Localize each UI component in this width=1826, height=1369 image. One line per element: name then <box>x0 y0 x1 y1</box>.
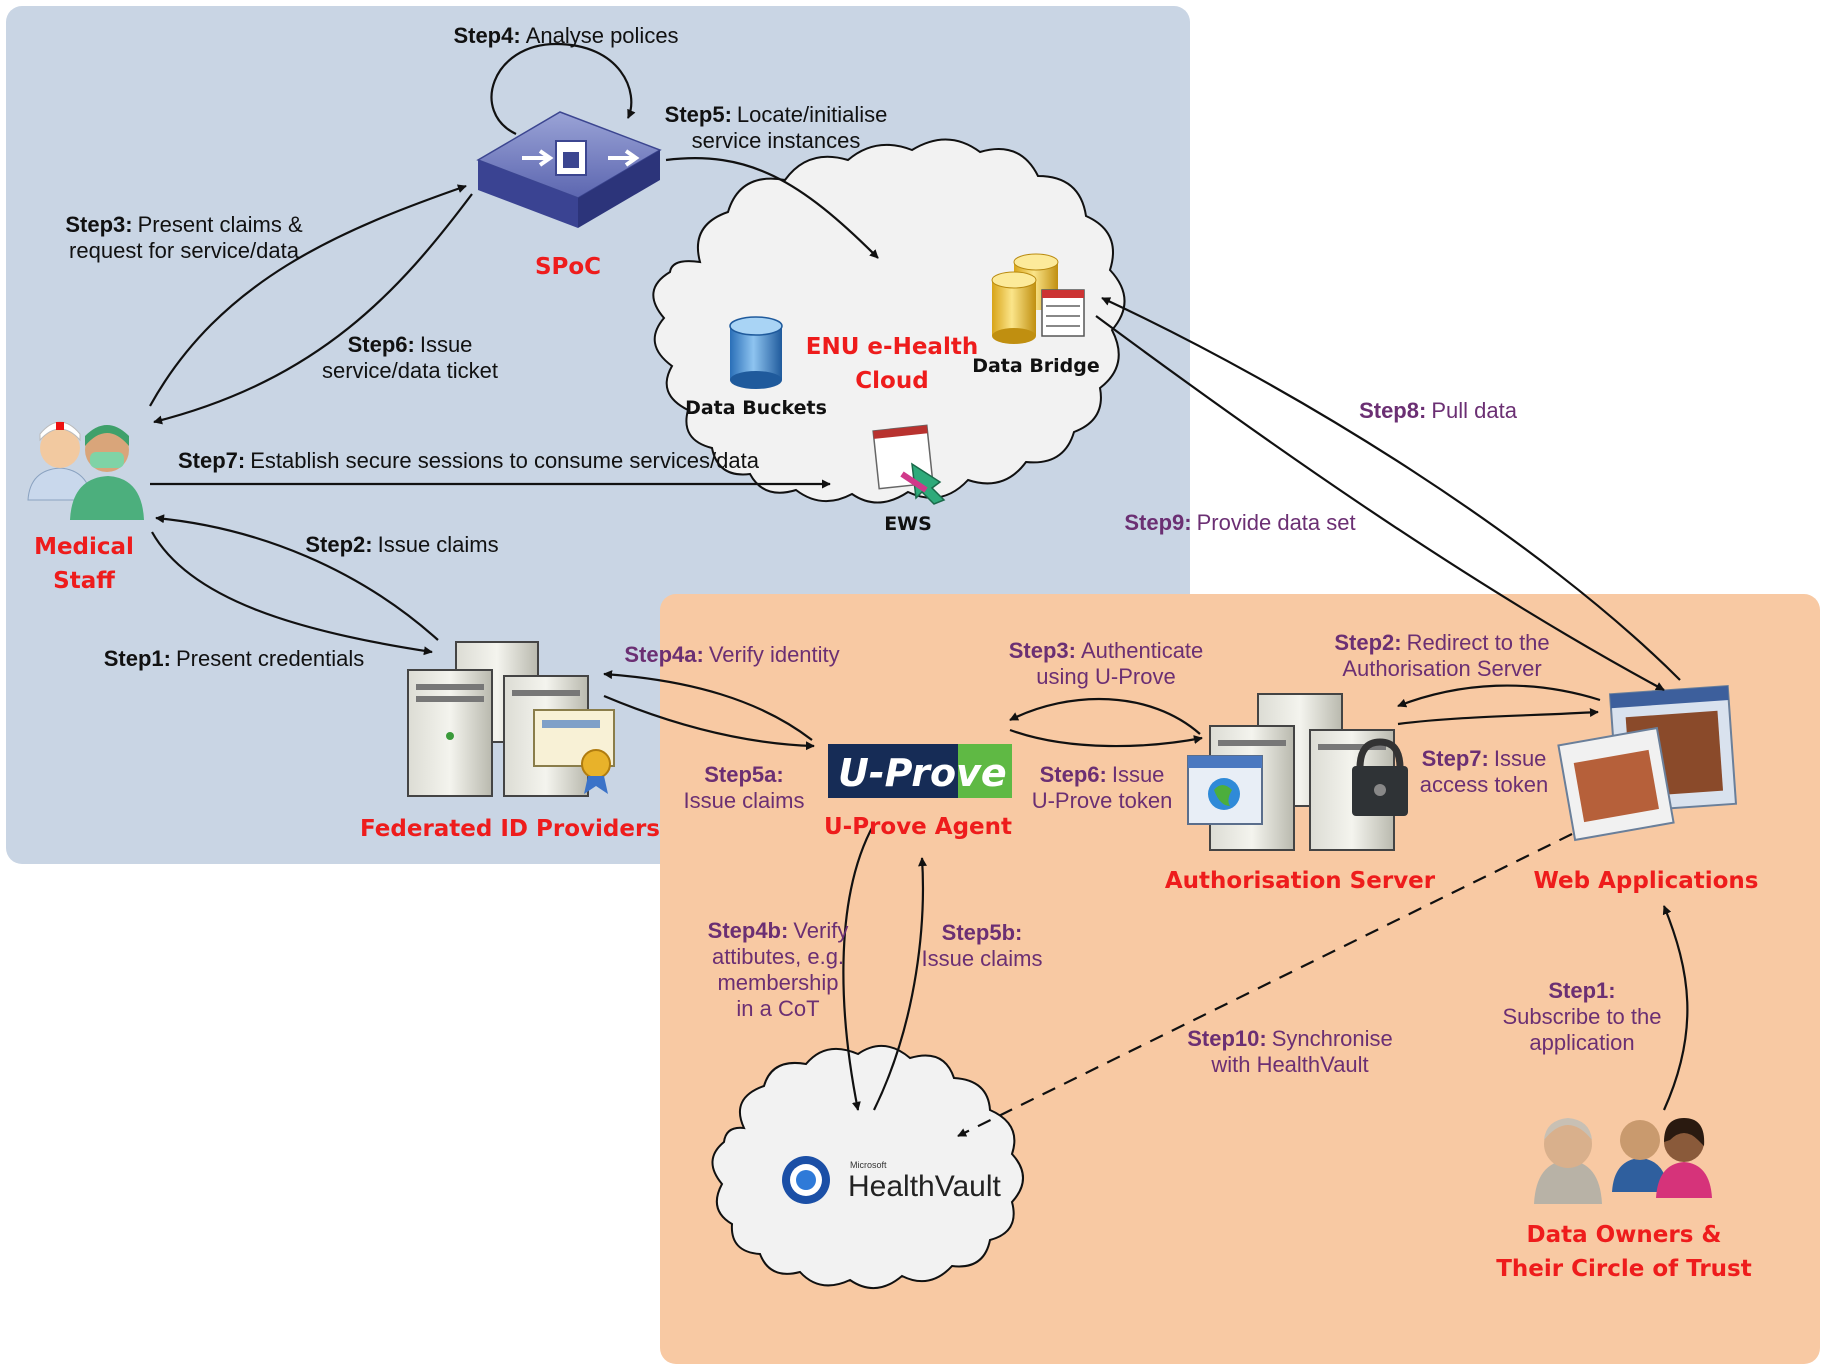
healthvault-logo <box>782 1156 830 1204</box>
orange-step6-caption-line2: U-Prove token <box>1032 788 1173 813</box>
data-bridge-icon <box>991 253 1085 344</box>
blue-step6-caption-line2: service/data ticket <box>322 358 498 383</box>
data-owners-label-line2: Their Circle of Trust <box>1496 1256 1752 1282</box>
orange-step5b-caption-line2: Issue claims <box>921 946 1042 971</box>
arrow-step5a-idp-to-agent <box>603 694 815 751</box>
orange-step6-caption: Step6:Issue <box>1040 762 1165 787</box>
arrow-step3-staff-to-spoc <box>149 184 467 407</box>
orange-step10-caption: Step10:Synchronise <box>1187 1026 1393 1051</box>
data-owners-icon <box>1534 1118 1712 1204</box>
blue-step4-caption: Step4:Analyse polices <box>453 23 678 48</box>
spoc-router-icon <box>476 111 662 228</box>
arrow-step4-self-loop <box>490 42 636 135</box>
orange-step4b-caption: Step4b:Verify <box>708 918 849 943</box>
arrow-step1-owners-to-web <box>1662 905 1689 1111</box>
ews-label: EWS <box>884 513 932 535</box>
authorisation-server-icon <box>1187 693 1408 851</box>
orange-step4b-caption-line3: membership <box>717 970 838 995</box>
arrow-step2-idp-to-staff <box>155 514 439 641</box>
enu-cloud-shape <box>652 138 1126 504</box>
orange-step8-caption: Step8:Pull data <box>1359 398 1518 423</box>
cloud-title-line1: ENU e-Health <box>806 334 978 360</box>
orange-step7-caption-line2: access token <box>1420 772 1548 797</box>
blue-step5-caption: Step5:Locate/initialise <box>665 102 888 127</box>
blue-step5-caption-line2: service instances <box>692 128 861 153</box>
medical-staff-icon <box>27 421 144 520</box>
data-owners-label-line1: Data Owners & <box>1526 1222 1721 1248</box>
orange-step3-caption: Step3:Authenticate <box>1009 638 1204 663</box>
healthvault-brand-text: Microsoft <box>850 1160 887 1170</box>
uprove-logo-text: U-Prove <box>838 751 1007 795</box>
arrow-step1-staff-to-idp <box>151 531 433 656</box>
spoc-label: SPoC <box>535 254 601 280</box>
blue-step6-caption: Step6:Issue <box>348 332 473 357</box>
arrow-step3-auth-to-agent <box>1009 697 1201 735</box>
orange-step4a-caption: Step4a:Verify identity <box>624 642 839 667</box>
arrow-step6-agent-to-auth <box>1009 728 1203 748</box>
data-buckets-icon <box>729 316 783 389</box>
blue-step7-caption: Step7:Establish secure sessions to consu… <box>178 448 760 473</box>
data-bridge-label: Data Bridge <box>972 355 1100 377</box>
blue-step1-caption: Step1:Present credentials <box>104 646 365 671</box>
blue-step3-caption-line2: request for service/data <box>69 238 300 263</box>
blue-step3-caption: Step3:Present claims & <box>65 212 303 237</box>
orange-step5b-caption: Step5b: <box>942 920 1023 945</box>
data-buckets-label: Data Buckets <box>685 397 827 419</box>
ews-icon <box>872 424 946 505</box>
orange-step1-caption-line3: application <box>1529 1030 1634 1055</box>
blue-step2-caption: Step2:Issue claims <box>305 532 498 557</box>
orange-step7-caption: Step7:Issue <box>1422 746 1547 771</box>
orange-step4b-caption-line2: attibutes, e.g. <box>712 944 844 969</box>
cloud-title-line2: Cloud <box>855 368 928 394</box>
arrow-step8-web-to-bridge <box>1101 297 1681 681</box>
medical-staff-label-line2: Staff <box>53 568 115 594</box>
arrow-step5-spoc-to-cloud <box>665 157 879 259</box>
orange-step1-caption-line2: Subscribe to the <box>1503 1004 1662 1029</box>
arrow-step4a-agent-to-idp <box>603 670 813 741</box>
uprove-agent-label: U-Prove Agent <box>824 814 1012 840</box>
orange-step5a-caption-line2: Issue claims <box>683 788 804 813</box>
orange-step4b-caption-line4: in a CoT <box>736 996 819 1021</box>
arrow-step4b-agent-to-healthvault <box>842 823 875 1111</box>
auth-server-label: Authorisation Server <box>1165 868 1436 894</box>
uprove-logo: U-Prove <box>828 744 1012 798</box>
orange-step2-caption: Step2:Redirect to the <box>1334 630 1549 655</box>
federated-id-servers-icon <box>407 641 615 797</box>
arrow-step7-auth-to-web <box>1397 707 1599 726</box>
orange-step5a-caption: Step5a: <box>704 762 783 787</box>
healthvault-cloud-shape <box>711 1045 1024 1289</box>
flow-arrows <box>149 42 1689 1137</box>
arrow-step2-web-to-auth <box>1397 684 1601 708</box>
orange-step2-caption-line2: Authorisation Server <box>1342 656 1541 681</box>
orange-step10-caption-line2: with HealthVault <box>1210 1052 1368 1077</box>
web-applications-icon <box>1557 684 1738 842</box>
federated-id-label: Federated ID Providers <box>360 816 660 842</box>
arrow-step6-spoc-to-staff <box>153 193 473 425</box>
web-apps-label: Web Applications <box>1533 868 1758 894</box>
arrow-step9-bridge-to-web <box>1095 315 1665 691</box>
arrow-step5b-healthvault-to-agent <box>873 857 928 1111</box>
arrow-step10-web-to-healthvault <box>957 833 1573 1137</box>
medical-staff-label-line1: Medical <box>34 534 134 560</box>
orange-step9-caption: Step9:Provide data set <box>1124 510 1355 535</box>
healthvault-logo-text: HealthVault <box>848 1170 1002 1203</box>
orange-step1-caption: Step1: <box>1548 978 1615 1003</box>
orange-step3-caption-line2: using U-Prove <box>1036 664 1175 689</box>
